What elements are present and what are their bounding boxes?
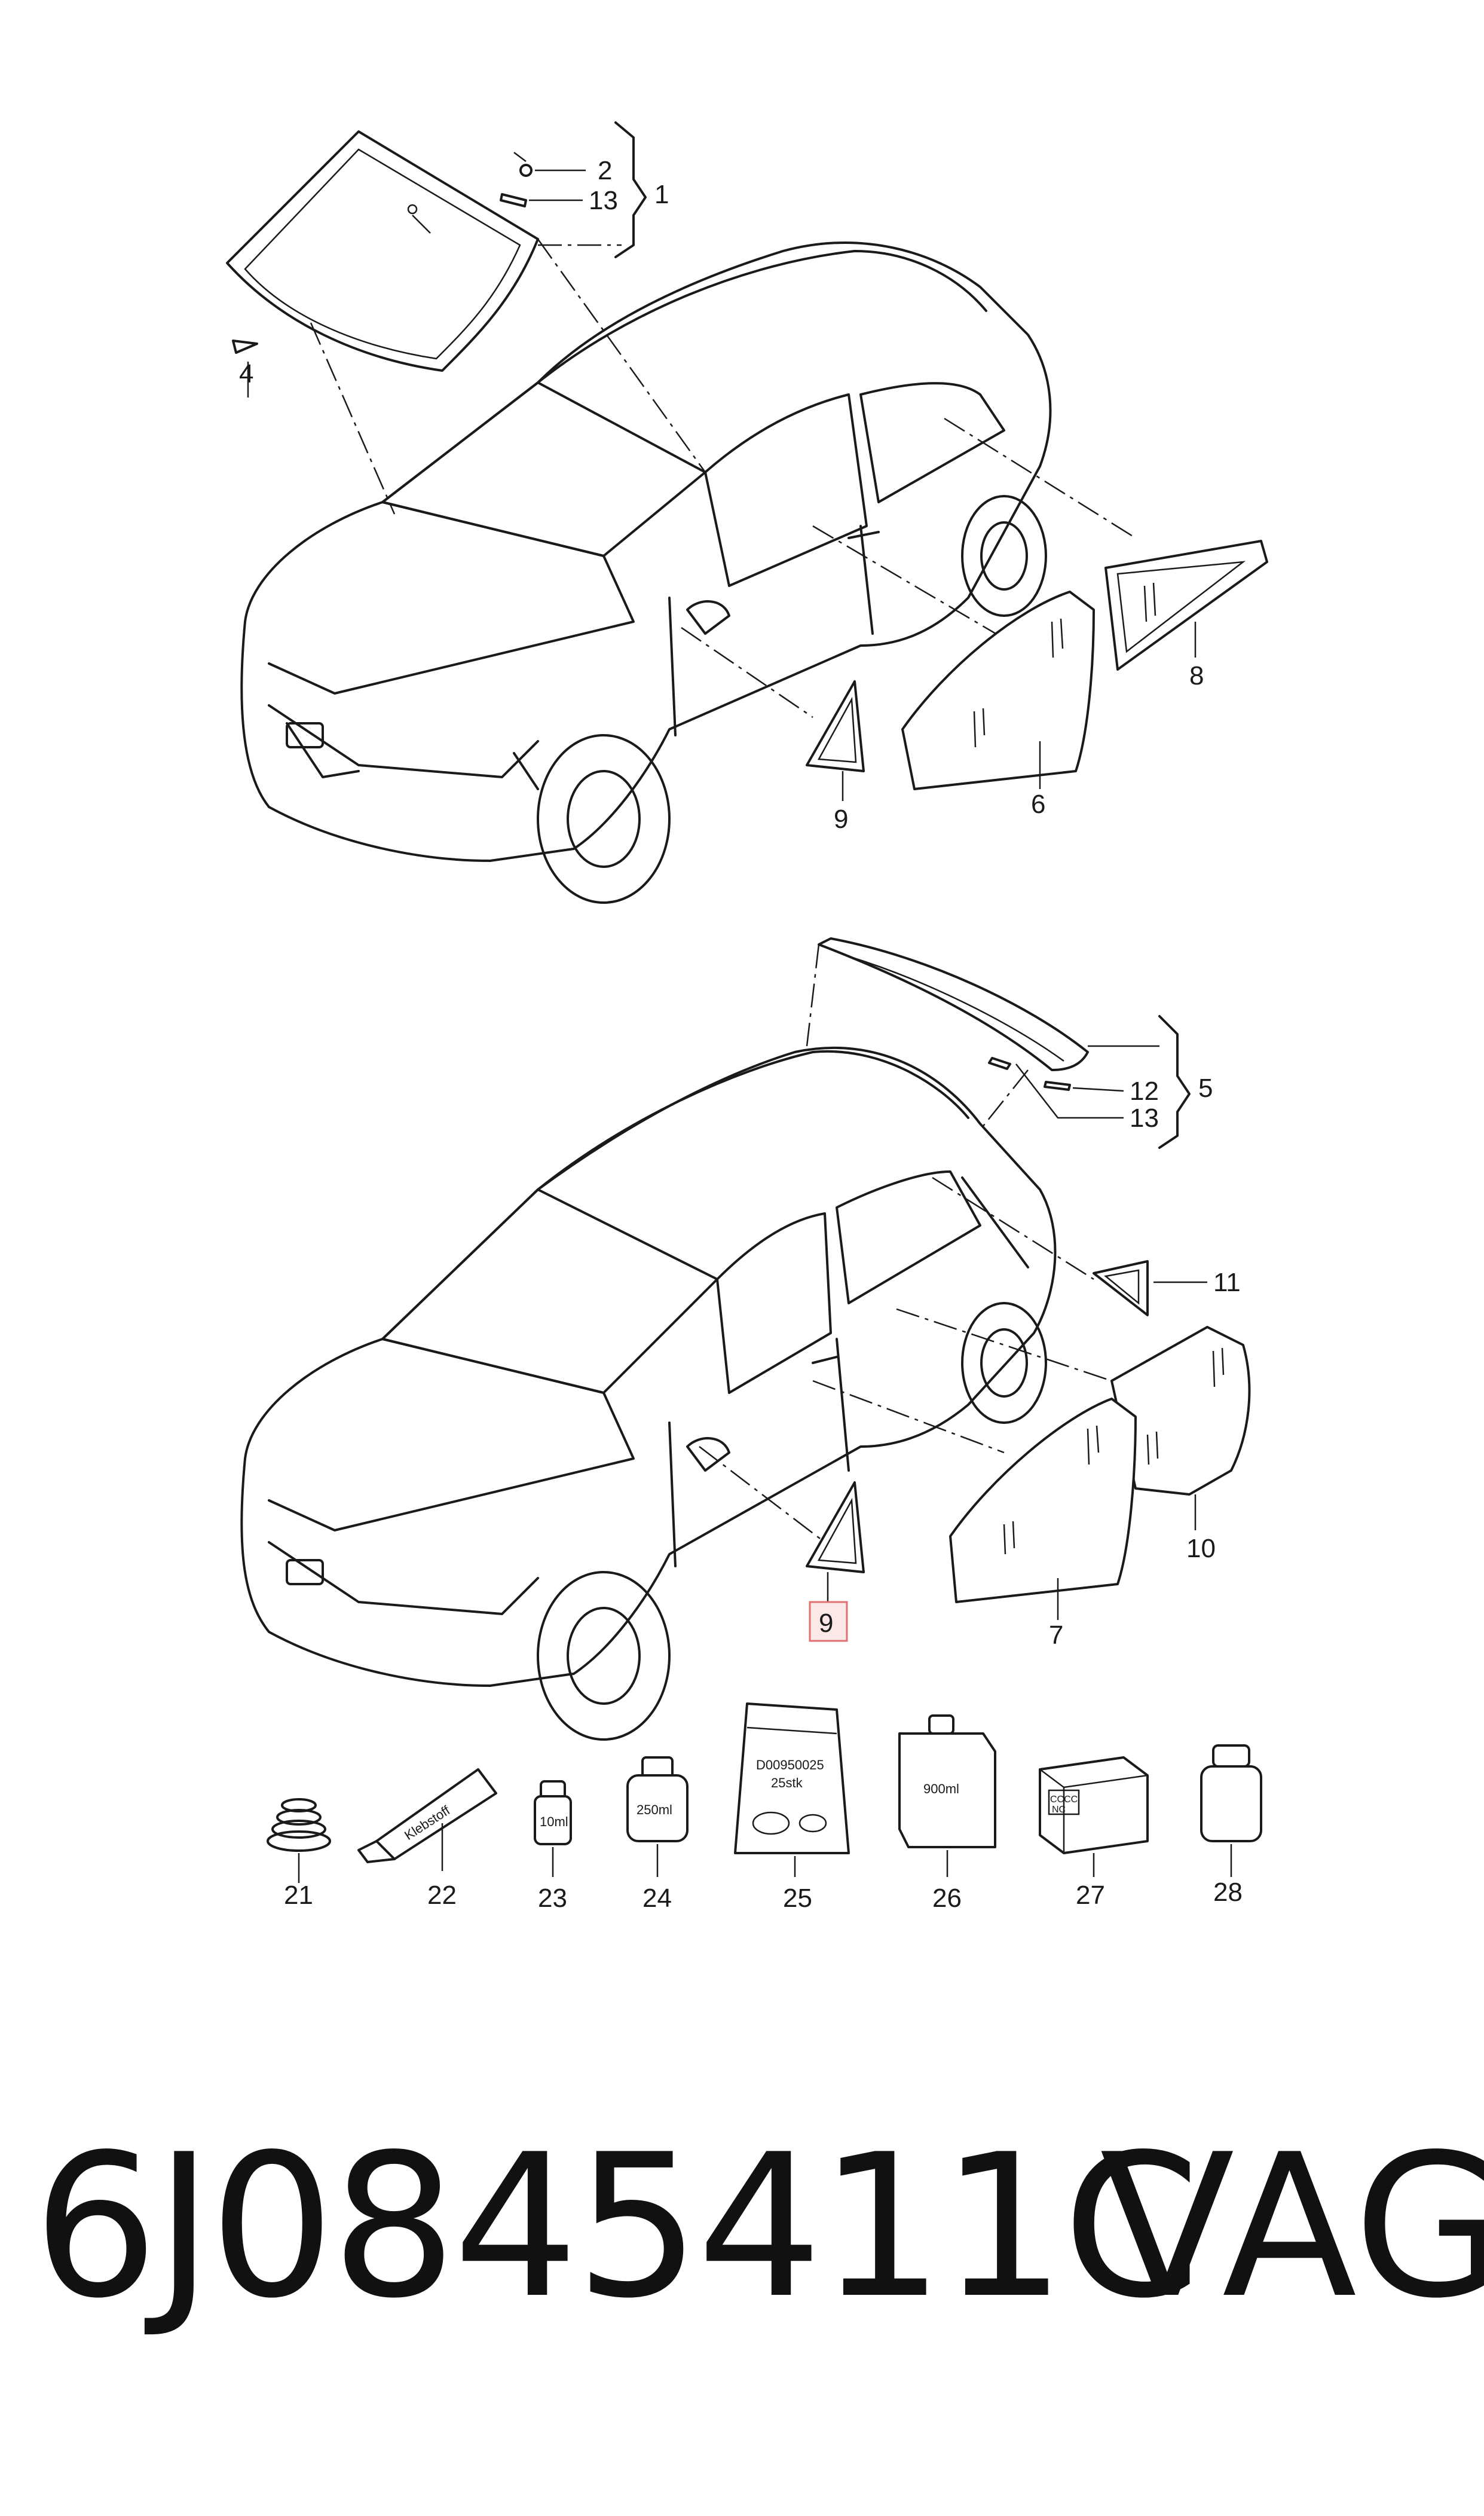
parts-diagram: 2 13 1 4 8 6 9 12 13 5 11 10 7 9 Klebsto…: [226, 121, 1268, 1913]
callout-28: 28: [1213, 1878, 1243, 1907]
callout-23: 23: [538, 1884, 567, 1913]
item-23-vial-icon: 10ml: [534, 1780, 572, 1877]
part-10-rear-door-glass: [1110, 1326, 1251, 1496]
bottom-car-illustration: [240, 1046, 1057, 1741]
callout-13-bottom: 13: [1130, 1103, 1159, 1133]
callout-5: 5: [1198, 1074, 1213, 1103]
part-7-door-glass: [949, 1398, 1137, 1603]
callout-24: 24: [642, 1884, 672, 1913]
callout-26: 26: [932, 1884, 962, 1913]
bag-qty: 25stk: [771, 1775, 803, 1790]
top-car-illustration: [240, 241, 1052, 904]
item-27-box-icon: CCCC NC: [1039, 1756, 1149, 1877]
callout-4: 4: [239, 359, 253, 389]
part-4-glass-icon: [232, 340, 258, 354]
bag-code: D00950025: [756, 1757, 824, 1772]
item-26-bottle-icon: 900ml: [898, 1714, 996, 1877]
bottle-label: 900ml: [923, 1781, 959, 1796]
callout-7: 7: [1049, 1621, 1063, 1650]
callout-21: 21: [284, 1881, 313, 1910]
callout-27: 27: [1076, 1881, 1105, 1910]
callout-2: 2: [598, 156, 612, 185]
windshield-glass: [226, 130, 539, 372]
item-28-jar-icon: [1200, 1744, 1262, 1877]
sensor-pad-icon: [519, 164, 533, 177]
callout-12: 12: [1130, 1077, 1159, 1106]
callout-9-top: 9: [834, 805, 848, 834]
box-line2: NC: [1052, 1805, 1066, 1815]
box-line1: CCCC: [1050, 1794, 1078, 1805]
callout-1: 1: [654, 180, 669, 209]
callout-8: 8: [1189, 661, 1204, 690]
can-label: 250ml: [637, 1802, 672, 1817]
callout-6: 6: [1031, 790, 1045, 819]
callout-25: 25: [783, 1884, 812, 1913]
item-25-bag-icon: D00950025 25stk: [734, 1702, 850, 1877]
callout-11: 11: [1213, 1268, 1241, 1297]
item-21-cord-icon: [267, 1798, 331, 1883]
part-6-door-glass: [901, 591, 1095, 790]
item-24-can-icon: 250ml: [626, 1756, 689, 1877]
callout-9-bottom: 9: [819, 1609, 833, 1638]
highlight-box: [809, 1601, 848, 1642]
brand-name: VAG: [1100, 2112, 1484, 2341]
callout-13-top: 13: [589, 186, 618, 215]
adhesive-strip-icon: [500, 193, 527, 207]
footer: 6J0845411C VAG: [0, 2128, 1484, 2379]
part-number: 6J0845411C: [33, 2112, 1200, 2341]
part-5-rear-window: [818, 937, 1089, 1071]
callout-10: 10: [1186, 1534, 1216, 1563]
vial-label: 10ml: [540, 1814, 568, 1829]
callout-22: 22: [427, 1881, 457, 1910]
item-22-tube-icon: Klebstoff: [357, 1768, 497, 1871]
